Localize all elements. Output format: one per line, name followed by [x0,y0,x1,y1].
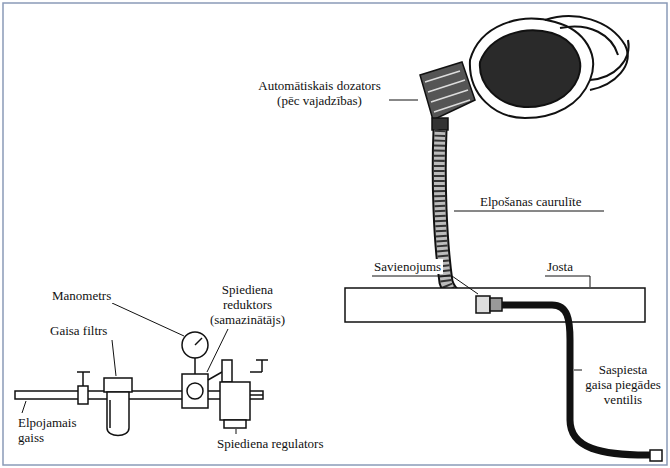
breathing-tube [439,130,478,304]
belt-label: Josta [545,259,575,274]
leader-lines [22,100,604,434]
air-label: Elpojamais gaiss [16,415,84,445]
gauge-label: Manometrs [50,288,113,303]
coupling-label: Savienojums [372,259,443,274]
reducer-label: Spiediena reduktors (samazinātājs) [198,282,297,327]
tube-label: Elpošanas caurulīte [478,194,583,209]
filter-label: Gaisa filtrs [48,323,109,338]
hose-end [650,450,662,461]
frame [3,3,667,465]
face-mask [470,16,629,118]
valve-label: Automātiskais dozators (pēc vajadzības) [250,78,389,108]
coupling [476,296,502,313]
hose-label: Saspiesta gaisa piegādes ventilis [582,362,664,407]
demand-valve [420,62,475,130]
regulator-label: Spiediena regulators [215,436,326,451]
belt [345,288,645,322]
